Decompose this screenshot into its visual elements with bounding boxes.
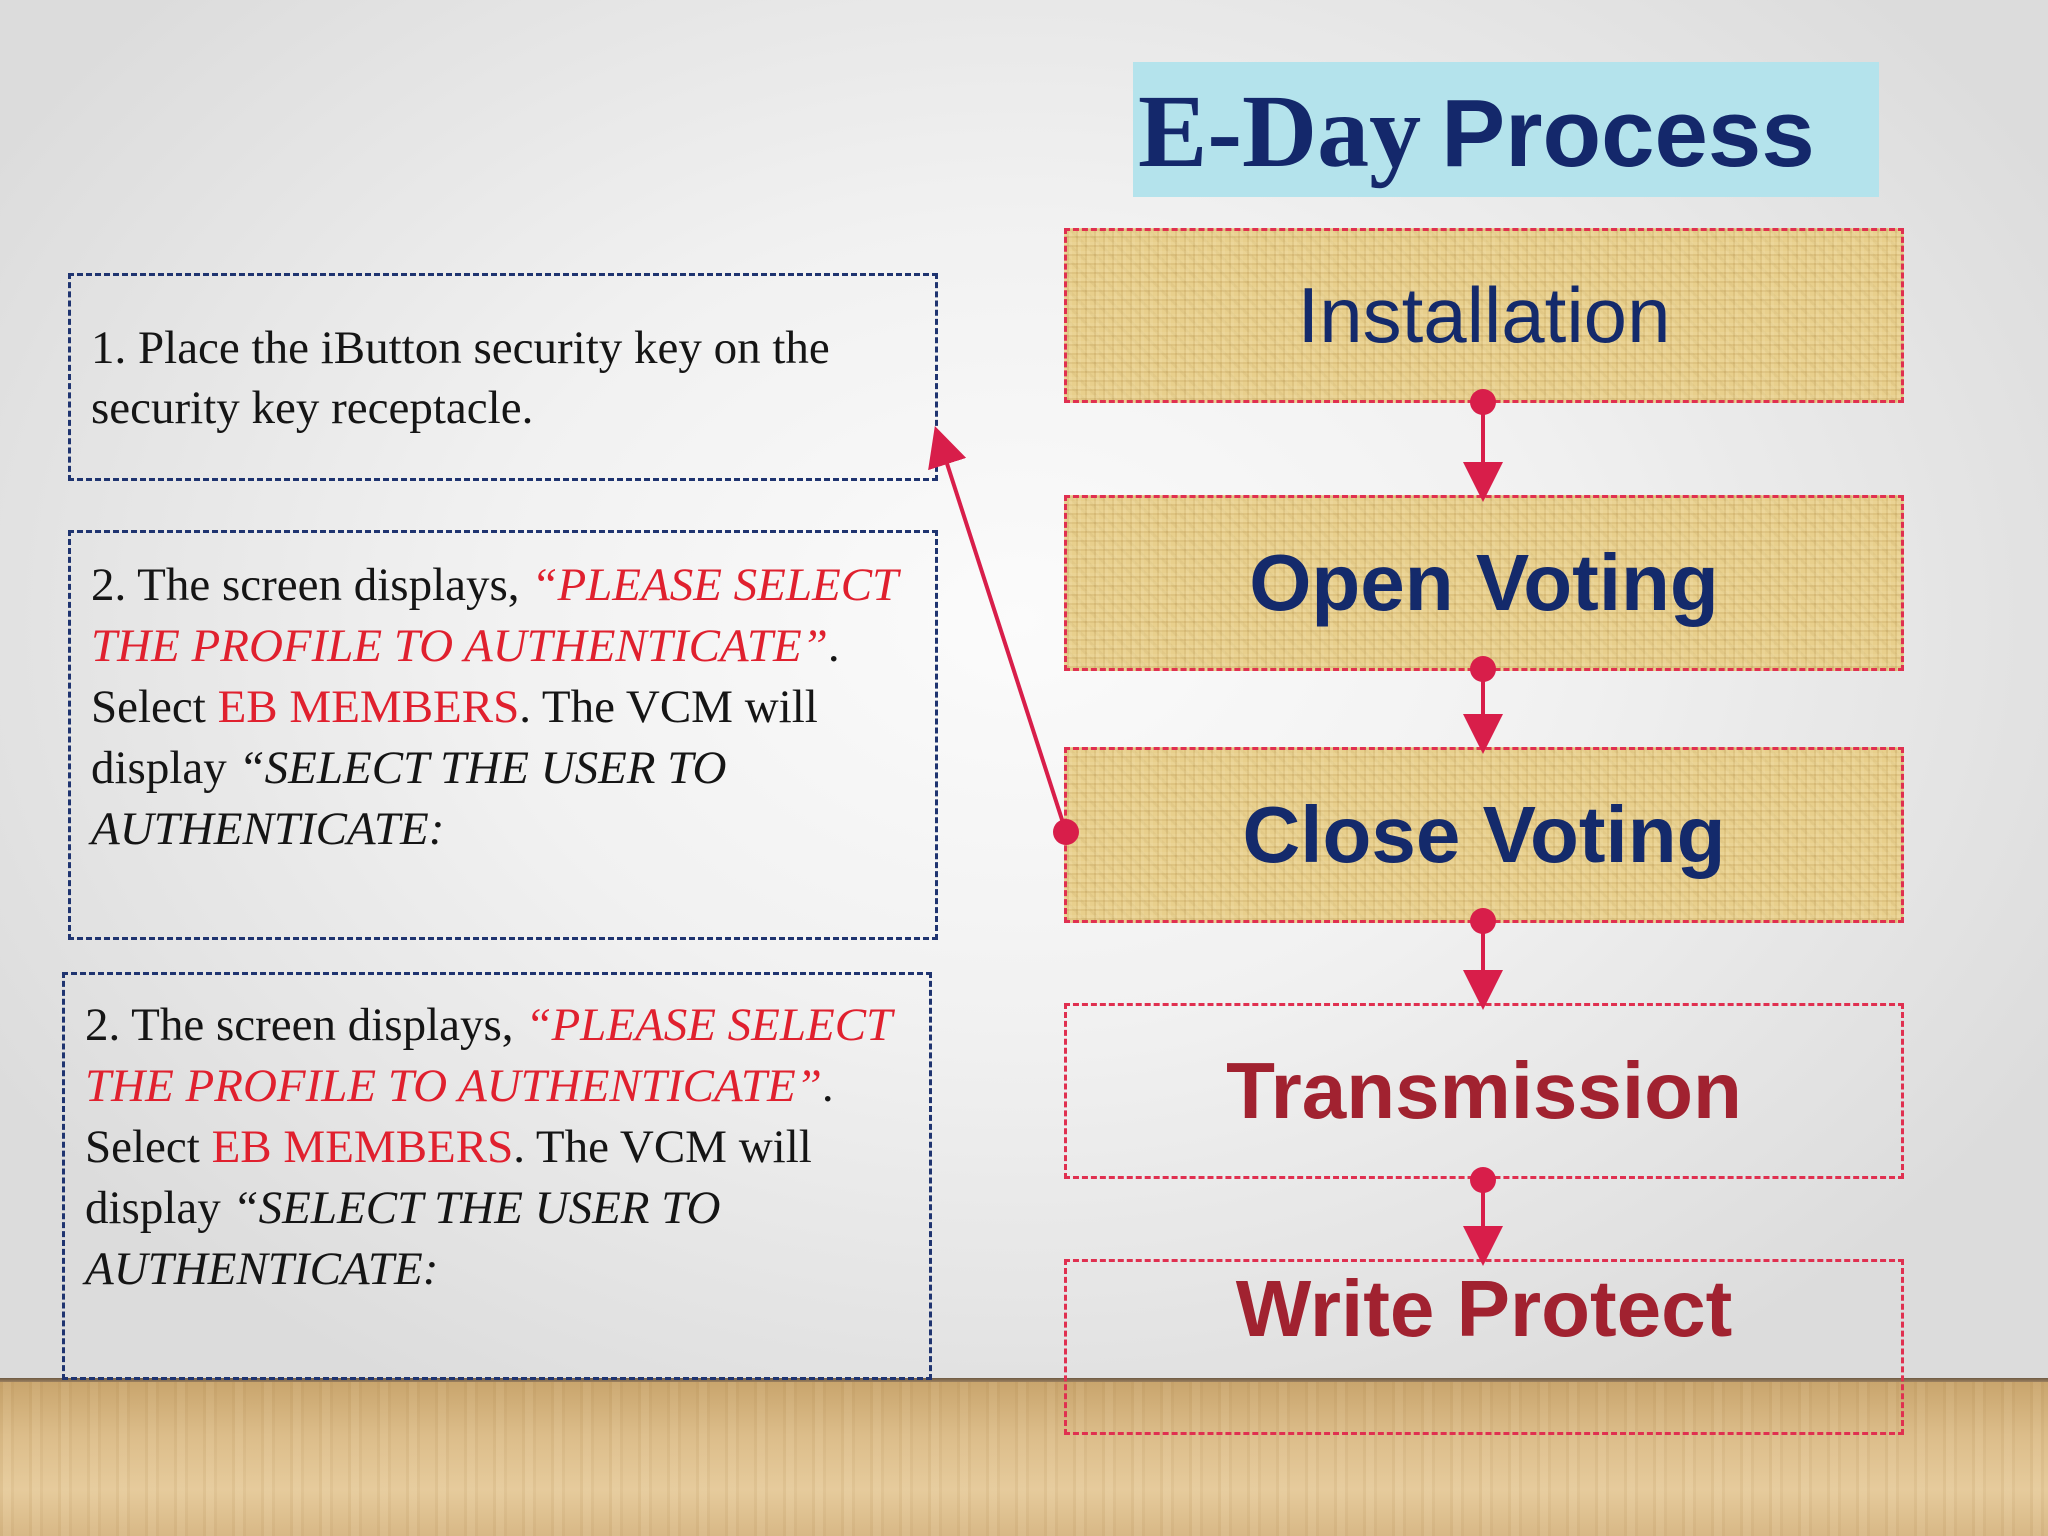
step-label: Installation: [1297, 271, 1671, 359]
step-installation: Installation: [1064, 228, 1904, 403]
step-label: Transmission: [1226, 1046, 1742, 1135]
note-select-profile-duplicate: 2. The screen displays, “PLEASE SELECT T…: [62, 972, 932, 1380]
note-vcm-prompt: “SELECT THE USER TO AUTHENTICATE:: [91, 742, 727, 855]
connector-close-transmission: [1463, 908, 1503, 1010]
note-text: 2. The screen displays,: [85, 999, 526, 1051]
title-highlight: [1133, 62, 1879, 197]
step-close-voting: Close Voting: [1064, 747, 1904, 923]
title-part-process: Process: [1441, 80, 1815, 187]
note-eb-members: EB MEMBERS: [217, 681, 520, 733]
floor-edge: [0, 1378, 2048, 1383]
connector-installation-open: [1463, 389, 1503, 502]
step-label: Open Voting: [1249, 538, 1719, 627]
note-text: 2. The screen displays,: [91, 559, 532, 611]
note-screen-prompt: “PLEASE SELECT THE PROFILE TO AUTHENTICA…: [85, 999, 892, 1112]
connector-close-to-note: [928, 425, 1079, 845]
note-place-ibutton: 1. Place the iButton security key on the…: [68, 273, 938, 481]
step-write-protect: Write Protect: [1064, 1259, 1904, 1435]
floor-background: [0, 1382, 2048, 1536]
note-text: . Select: [85, 1060, 834, 1173]
note-select-profile: 2. The screen displays, “PLEASE SELECT T…: [68, 530, 938, 940]
title-part-eday: E-Day: [1138, 74, 1422, 189]
step-open-voting: Open Voting: [1064, 495, 1904, 671]
note-text: 1. Place the iButton security key on the…: [91, 322, 830, 434]
step-label: Close Voting: [1242, 790, 1726, 879]
note-screen-prompt: “PLEASE SELECT THE PROFILE TO AUTHENTICA…: [91, 559, 898, 672]
note-text: . The VCM will display: [85, 1121, 812, 1234]
connector-transmission-write: [1463, 1167, 1503, 1266]
note-text: . The VCM will display: [91, 681, 818, 794]
step-label: Write Protect: [1235, 1264, 1733, 1353]
note-text: . Select: [91, 620, 840, 733]
note-eb-members: EB MEMBERS: [211, 1121, 514, 1173]
note-vcm-prompt: “SELECT THE USER TO AUTHENTICATE:: [85, 1182, 721, 1295]
connector-open-close: [1463, 656, 1503, 754]
